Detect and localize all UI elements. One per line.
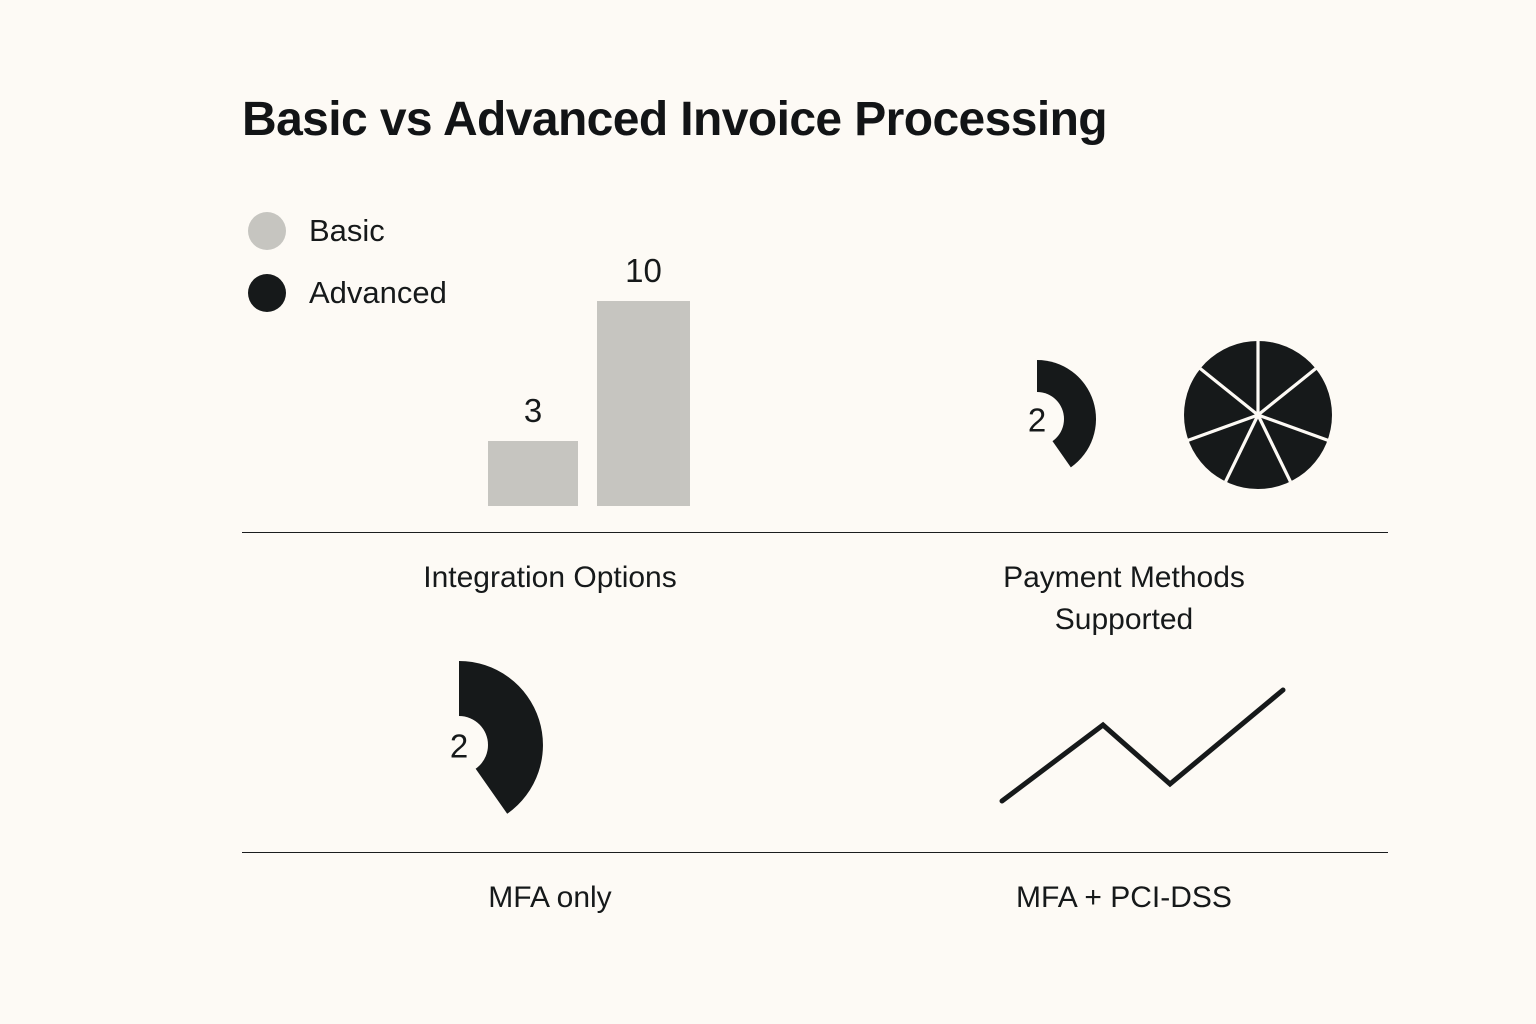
donut-hole xyxy=(1010,392,1064,446)
legend-swatch-basic-icon xyxy=(248,212,286,250)
panel-divider-row-1 xyxy=(242,532,1388,533)
mfa-pci-line-chart xyxy=(995,682,1295,812)
chart-legend: Basic Advanced xyxy=(248,200,447,324)
legend-label-advanced: Advanced xyxy=(309,275,447,310)
pie-segment-dividers xyxy=(1185,341,1331,483)
caption-mfa-only: MFA only xyxy=(488,881,612,914)
line-series-path xyxy=(999,687,1286,804)
payment-donut-basic: 2 xyxy=(978,360,1097,478)
legend-label-basic: Basic xyxy=(309,213,385,248)
line-chart-mfa-pci xyxy=(999,687,1286,804)
bar-advanced xyxy=(597,301,690,506)
bar-value-label-advanced: 10 xyxy=(625,252,662,289)
donut-slice-advanced xyxy=(1037,360,1097,468)
caption-integration-options: Integration Options xyxy=(423,561,677,594)
caption-payment-methods: Payment Methods Supported xyxy=(1003,561,1245,636)
mfa-only-donut: 2 xyxy=(375,661,543,829)
legend-item-advanced: Advanced xyxy=(248,262,447,324)
legend-item-basic: Basic xyxy=(248,200,447,262)
donut-hole xyxy=(430,716,488,774)
segmented-pie-chart-payment xyxy=(1184,341,1332,489)
donut-chart-payment: 2 xyxy=(1010,360,1097,468)
legend-swatch-advanced-icon xyxy=(248,274,286,312)
payment-pie-advanced xyxy=(1184,341,1332,489)
caption-mfa-pci-dss: MFA + PCI-DSS xyxy=(1016,881,1232,914)
donut-center-value: 2 xyxy=(1028,402,1046,439)
page-title: Basic vs Advanced Invoice Processing xyxy=(242,93,1108,146)
donut-slice-advanced xyxy=(459,661,543,814)
bar-basic xyxy=(488,441,578,506)
panel-divider-row-2 xyxy=(242,852,1388,853)
bar-value-label-basic: 3 xyxy=(523,392,543,429)
donut-chart-mfa-only: 2 xyxy=(430,661,543,814)
donut-center-value: 2 xyxy=(450,728,468,765)
